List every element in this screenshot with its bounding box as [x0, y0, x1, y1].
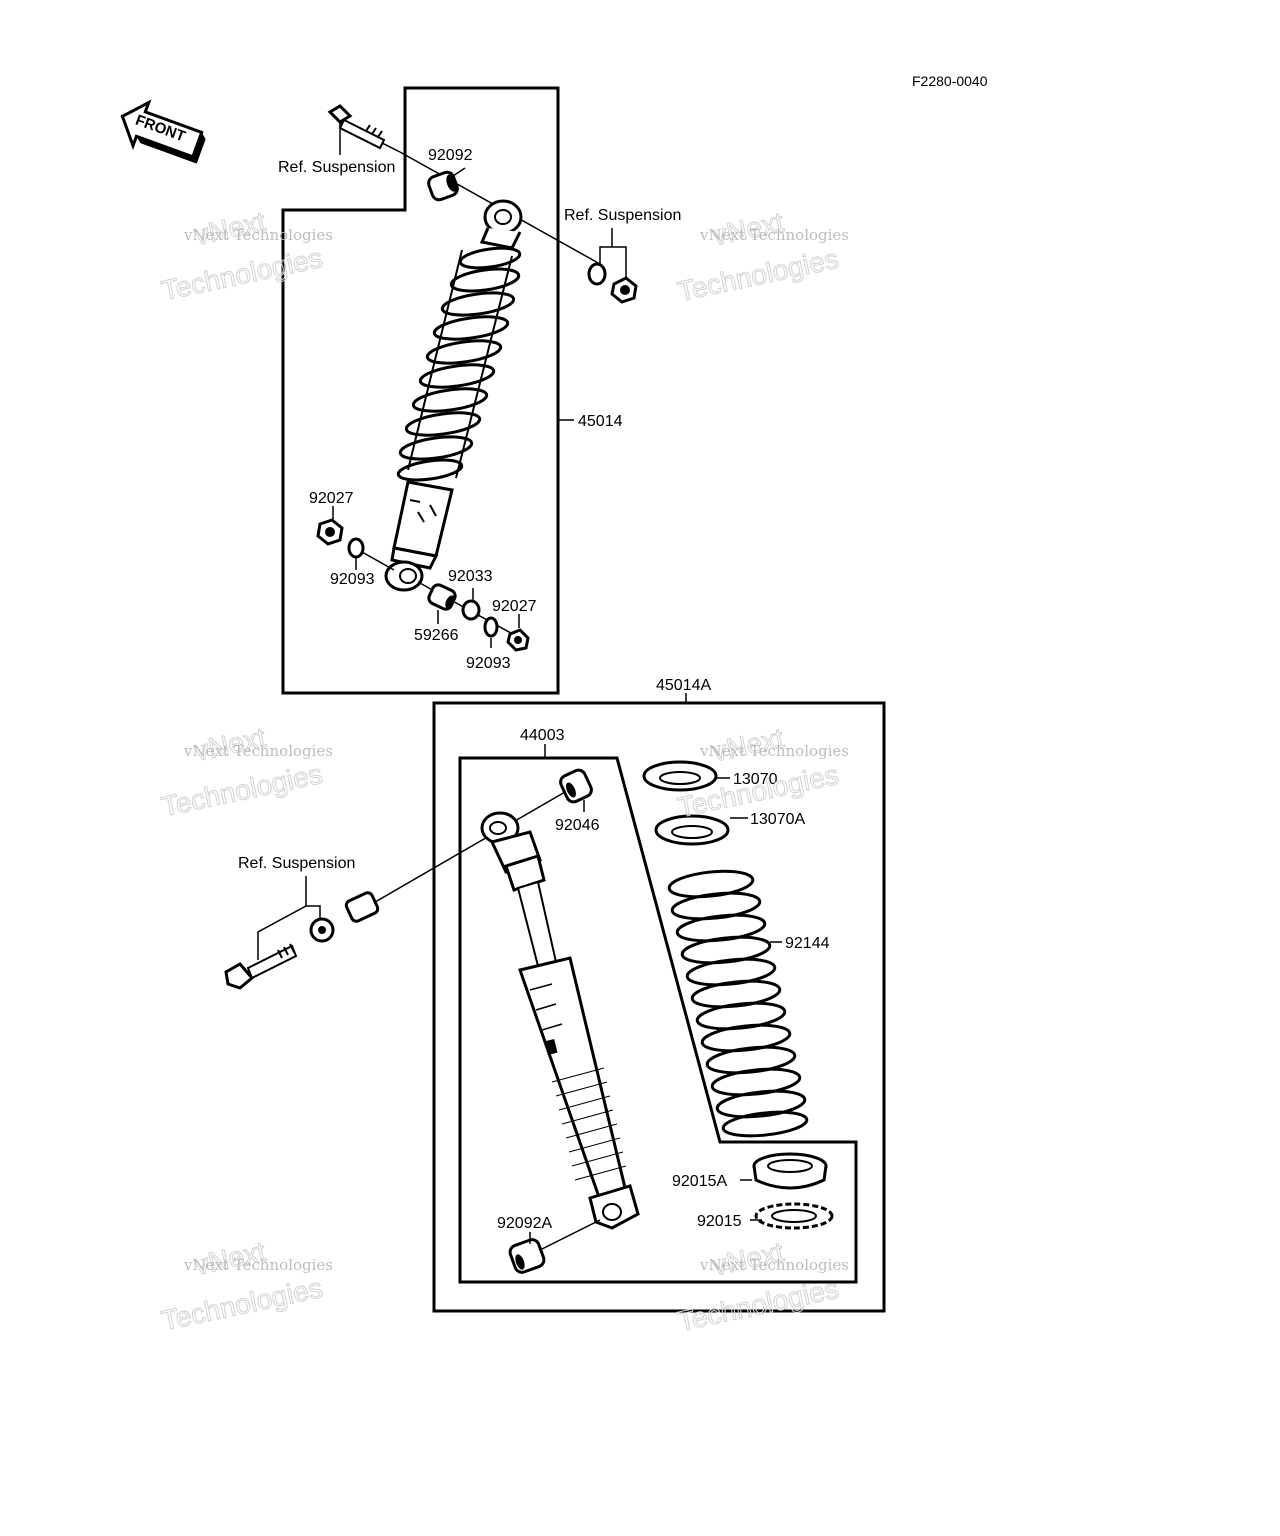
- lock-nut-icon: [754, 1202, 834, 1230]
- collar-icon-2: [344, 891, 380, 923]
- svg-text:vNext Technologies: vNext Technologies: [699, 226, 849, 244]
- part-45014: 45014: [578, 413, 623, 430]
- washer-icon-3: [483, 616, 499, 638]
- part-45014A: 45014A: [656, 677, 711, 694]
- svg-text:Technologies: Technologies: [159, 1272, 325, 1336]
- washer-icon: [587, 262, 607, 286]
- lower-assembly-frame: [432, 701, 886, 1313]
- adjuster-nut-icon: [752, 1152, 828, 1190]
- part-92092A: 92092A: [497, 1215, 552, 1232]
- part-13070: 13070: [733, 771, 778, 788]
- nut-icon: [610, 276, 638, 304]
- part-92093-right: 92093: [466, 655, 511, 672]
- ref-suspension-label-2: Ref. Suspension: [564, 207, 681, 224]
- coil-spring-icon: [667, 869, 809, 1138]
- ref-suspension-label-3: Ref. Suspension: [238, 855, 355, 872]
- damper-subframe: [458, 756, 858, 1284]
- spring-seat-icon: [642, 760, 718, 792]
- bolt-icon-2: [224, 943, 298, 990]
- svg-text:vNext Technologies: vNext Technologies: [699, 1256, 849, 1274]
- washer-icon-4: [309, 917, 335, 943]
- part-92093-left: 92093: [330, 571, 375, 588]
- damper-icon: [369, 791, 640, 1251]
- part-92046: 92046: [555, 817, 600, 834]
- part-92027-right: 92027: [492, 598, 537, 615]
- svg-text:vNext Technologies: vNext Technologies: [183, 742, 333, 760]
- upper-assembly-frame: [281, 86, 560, 695]
- part-92033: 92033: [448, 568, 493, 585]
- svg-text:vNext Technologies: vNext Technologies: [699, 742, 849, 760]
- part-92015A: 92015A: [672, 1173, 727, 1190]
- svg-text:vNext Technologies: vNext Technologies: [183, 226, 333, 244]
- spring-seat-icon-2: [654, 814, 730, 846]
- ring-icon: [461, 599, 481, 621]
- washer-icon-2: [347, 537, 365, 559]
- cap-icon: [316, 518, 344, 546]
- svg-text:Technologies: Technologies: [675, 243, 841, 307]
- part-44003: 44003: [520, 727, 565, 744]
- bolt-icon: [327, 104, 401, 153]
- part-92144: 92144: [785, 935, 830, 952]
- svg-text:Technologies: Technologies: [159, 242, 325, 306]
- bushing-icon-2: [559, 768, 593, 804]
- collar-icon: [427, 583, 457, 611]
- bushing-icon: [427, 170, 459, 202]
- part-59266: 59266: [414, 627, 459, 644]
- cap-icon-2: [506, 628, 530, 652]
- svg-text:Technologies: Technologies: [159, 758, 325, 822]
- svg-text:vNext Technologies: vNext Technologies: [183, 1256, 333, 1274]
- diagram-code: F2280-0040: [912, 73, 988, 89]
- bushing-icon-3: [508, 1238, 546, 1274]
- part-92092: 92092: [428, 147, 473, 164]
- part-92015: 92015: [697, 1213, 742, 1230]
- part-92027-left: 92027: [309, 490, 354, 507]
- shock-absorber-icon: [384, 199, 523, 592]
- part-13070A: 13070A: [750, 811, 805, 828]
- front-arrow-icon: [120, 99, 206, 164]
- ref-suspension-label-1: Ref. Suspension: [278, 159, 395, 176]
